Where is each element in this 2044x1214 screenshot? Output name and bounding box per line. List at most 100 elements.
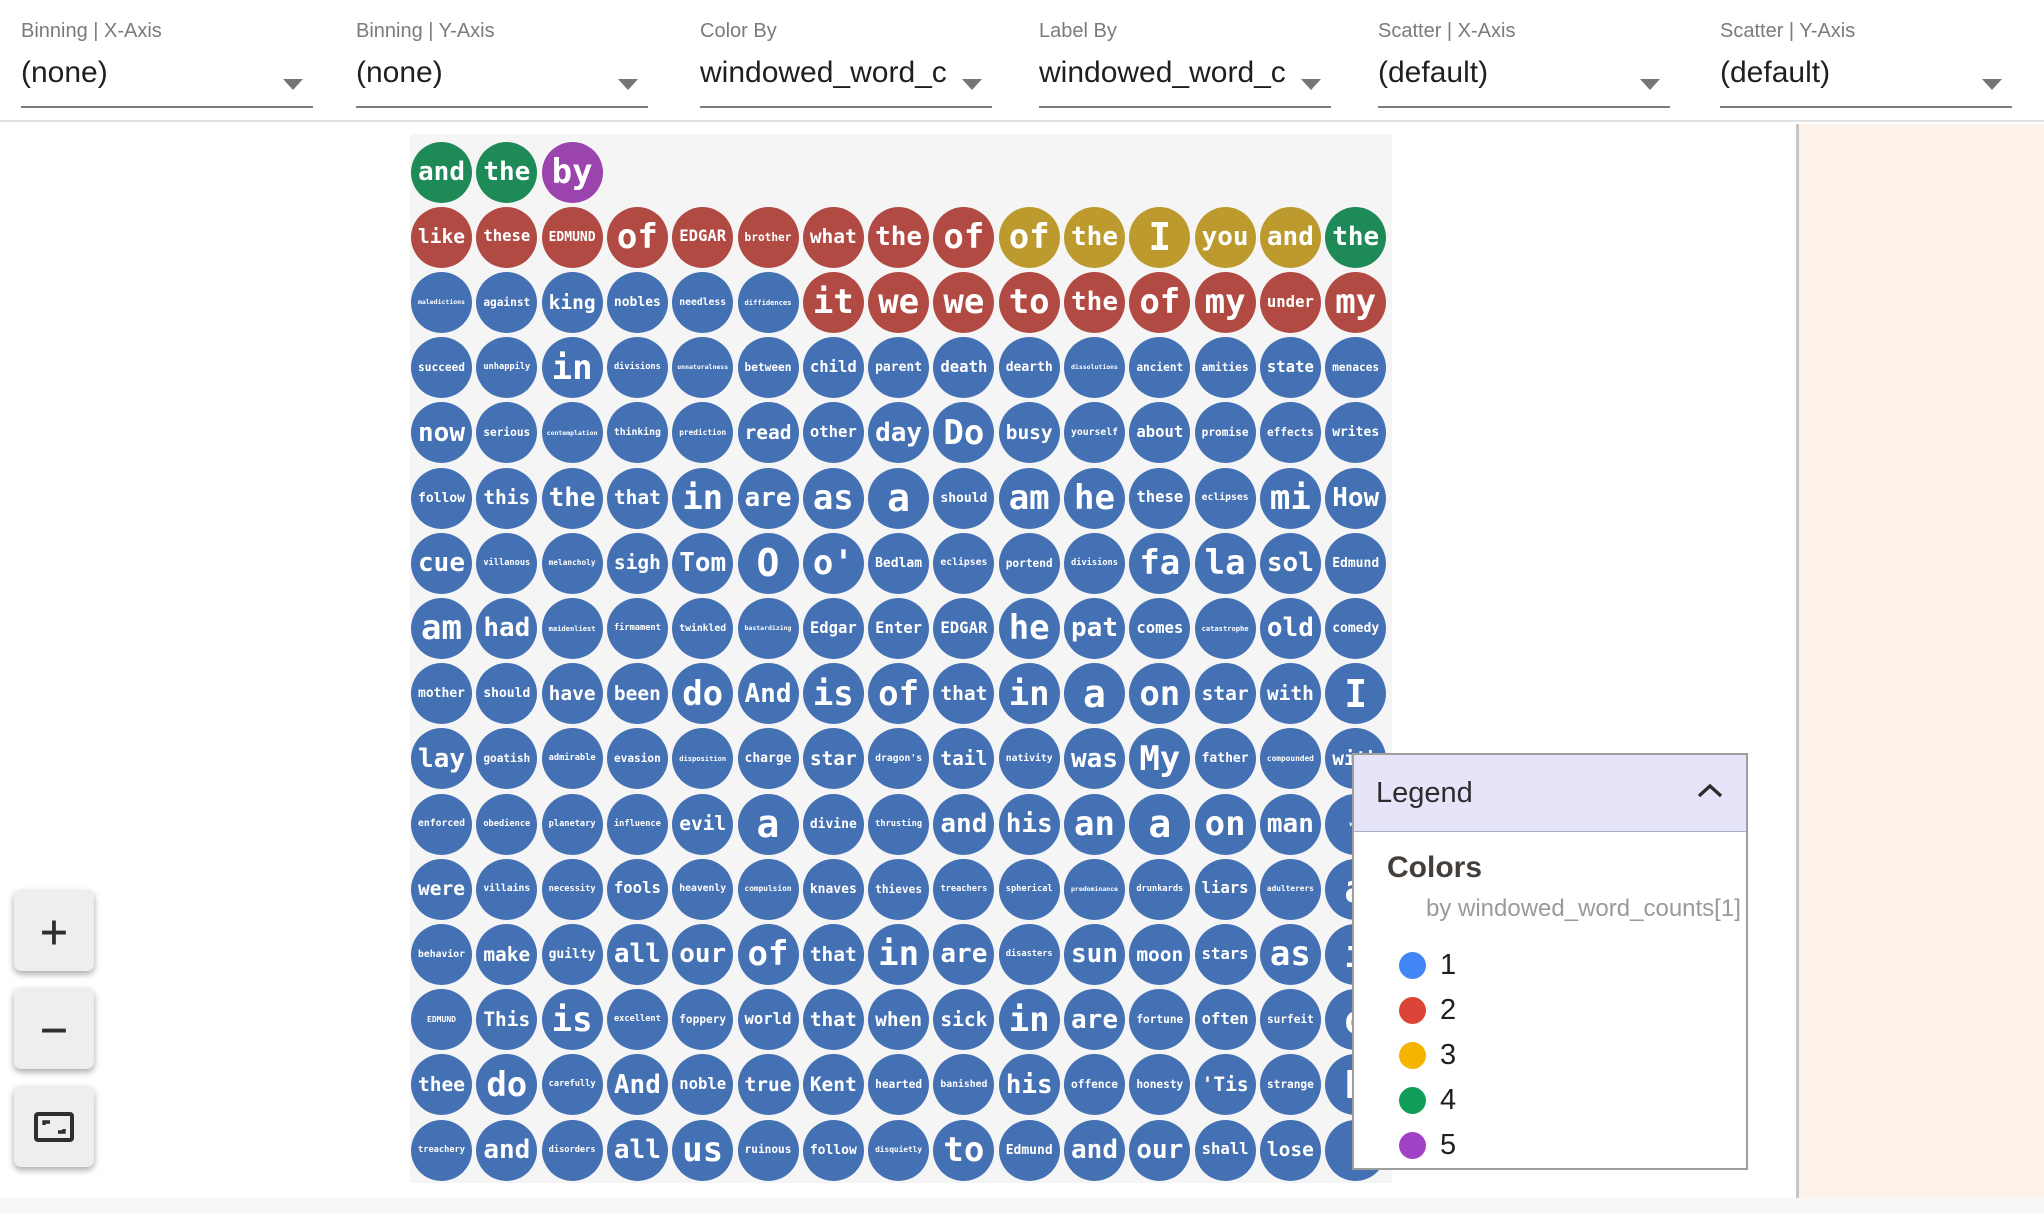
word-circle[interactable]: you xyxy=(1194,206,1256,268)
word-circle[interactable]: nobles xyxy=(606,271,668,333)
word-circle[interactable]: sick xyxy=(933,989,995,1051)
word-circle[interactable]: old xyxy=(1259,597,1321,659)
word-circle[interactable]: pat xyxy=(1064,597,1125,659)
word-circle[interactable]: goatish xyxy=(476,728,538,790)
word-circle[interactable]: And xyxy=(737,663,799,725)
word-circle[interactable]: are xyxy=(737,467,799,529)
word-circle[interactable]: as xyxy=(1259,923,1321,985)
word-circle[interactable]: predominance xyxy=(1064,858,1125,920)
word-circle[interactable]: la xyxy=(1194,532,1256,594)
word-circle[interactable]: dearth xyxy=(998,337,1060,399)
word-circle[interactable]: unnaturalness xyxy=(672,337,734,399)
word-circle[interactable]: true xyxy=(737,1054,799,1116)
word-circle[interactable]: ruinous xyxy=(737,1119,799,1181)
word-circle[interactable]: honesty xyxy=(1129,1054,1191,1116)
word-circle[interactable]: EDGAR xyxy=(672,206,734,268)
word-circle[interactable]: a xyxy=(868,467,930,529)
word-circle[interactable]: were xyxy=(411,858,472,920)
word-circle[interactable]: writes xyxy=(1325,402,1387,464)
word-circle[interactable]: catastrophe xyxy=(1194,597,1256,659)
word-circle[interactable]: portend xyxy=(998,532,1060,594)
word-circle[interactable]: o' xyxy=(802,532,864,594)
word-circle[interactable]: carefully xyxy=(541,1054,603,1116)
word-circle[interactable]: obedience xyxy=(476,793,538,855)
word-circle[interactable]: in xyxy=(998,989,1060,1051)
word-circle[interactable]: menaces xyxy=(1325,337,1387,399)
word-circle[interactable]: unhappily xyxy=(476,337,538,399)
word-circle[interactable]: divisions xyxy=(1064,532,1125,594)
word-circle[interactable]: fortune xyxy=(1129,989,1191,1051)
word-circle[interactable]: melancholy xyxy=(541,532,603,594)
word-circle[interactable]: been xyxy=(606,663,668,725)
word-circle[interactable]: behavior xyxy=(411,923,472,985)
word-circle[interactable]: of xyxy=(737,923,799,985)
word-circle[interactable]: prediction xyxy=(672,402,734,464)
legend-header[interactable]: Legend xyxy=(1354,755,1746,832)
word-circle[interactable]: noble xyxy=(672,1054,734,1116)
word-circle[interactable]: drunkards xyxy=(1129,858,1191,920)
word-circle[interactable]: succeed xyxy=(411,337,472,399)
word-circle[interactable]: an xyxy=(1064,793,1125,855)
word-circle[interactable]: and xyxy=(411,141,472,203)
word-circle[interactable]: Kent xyxy=(802,1054,864,1116)
word-circle[interactable]: read xyxy=(737,402,799,464)
word-circle[interactable]: busy xyxy=(998,402,1060,464)
word-circle[interactable]: of xyxy=(868,663,930,725)
word-circle[interactable]: Edgar xyxy=(802,597,864,659)
word-circle[interactable]: in xyxy=(998,663,1060,725)
word-circle[interactable]: Edmund xyxy=(1325,532,1387,594)
word-circle[interactable]: villanous xyxy=(476,532,538,594)
word-circle[interactable]: sun xyxy=(1064,923,1125,985)
word-circle[interactable]: of xyxy=(606,206,668,268)
word-circle[interactable]: that xyxy=(802,989,864,1051)
word-circle[interactable]: day xyxy=(868,402,930,464)
word-circle[interactable]: mi xyxy=(1259,467,1321,529)
word-circle[interactable]: had xyxy=(476,597,538,659)
word-circle[interactable]: all xyxy=(606,923,668,985)
word-circle[interactable]: a xyxy=(1064,663,1125,725)
word-circle[interactable]: My xyxy=(1129,728,1191,790)
word-circle[interactable]: us xyxy=(672,1119,734,1181)
word-circle[interactable]: our xyxy=(1129,1119,1191,1181)
word-circle[interactable]: How xyxy=(1325,467,1387,529)
word-circle[interactable]: of xyxy=(998,206,1060,268)
word-circle[interactable]: in xyxy=(672,467,734,529)
word-circle[interactable]: EDMUND xyxy=(541,206,603,268)
word-circle[interactable]: death xyxy=(933,337,995,399)
word-circle[interactable]: This xyxy=(476,989,538,1051)
word-circle[interactable]: all xyxy=(606,1119,668,1181)
word-circle[interactable]: nativity xyxy=(998,728,1060,790)
word-circle[interactable]: stars xyxy=(1194,923,1256,985)
word-circle[interactable]: dragon's xyxy=(868,728,930,790)
word-circle[interactable]: disorders xyxy=(541,1119,603,1181)
word-circle[interactable]: mother xyxy=(411,663,472,725)
word-circle[interactable]: EDGAR xyxy=(933,597,995,659)
word-circle[interactable]: about xyxy=(1129,402,1191,464)
word-circle[interactable]: bastardizing xyxy=(737,597,799,659)
word-circle[interactable]: comes xyxy=(1129,597,1191,659)
word-circle[interactable]: surfeit xyxy=(1259,989,1321,1051)
word-circle[interactable]: the xyxy=(476,141,538,203)
word-circle[interactable]: divisions xyxy=(606,337,668,399)
dropdown-arrow-icon[interactable] xyxy=(618,79,638,90)
word-circle[interactable]: evasion xyxy=(606,728,668,790)
word-circle[interactable]: with xyxy=(1259,663,1321,725)
word-circle[interactable]: enforced xyxy=(411,793,472,855)
word-circle[interactable]: disposition xyxy=(672,728,734,790)
word-circle[interactable]: of xyxy=(1129,271,1191,333)
word-circle[interactable]: I xyxy=(1129,206,1191,268)
word-circle[interactable]: O xyxy=(737,532,799,594)
legend-item[interactable]: 4 xyxy=(1399,1078,1456,1123)
fit-to-screen-button[interactable] xyxy=(14,1086,94,1167)
word-circle[interactable]: in xyxy=(868,923,930,985)
word-circle[interactable]: follow xyxy=(411,467,472,529)
dropdown-arrow-icon[interactable] xyxy=(283,79,303,90)
word-circle[interactable]: banished xyxy=(933,1054,995,1116)
word-circle[interactable]: 'Tis xyxy=(1194,1054,1256,1116)
word-circle[interactable]: do xyxy=(476,1054,538,1116)
dropdown-arrow-icon[interactable] xyxy=(962,79,982,90)
word-circle[interactable]: fa xyxy=(1129,532,1191,594)
word-circle[interactable]: star xyxy=(1194,663,1256,725)
word-circle[interactable]: effects xyxy=(1259,402,1321,464)
